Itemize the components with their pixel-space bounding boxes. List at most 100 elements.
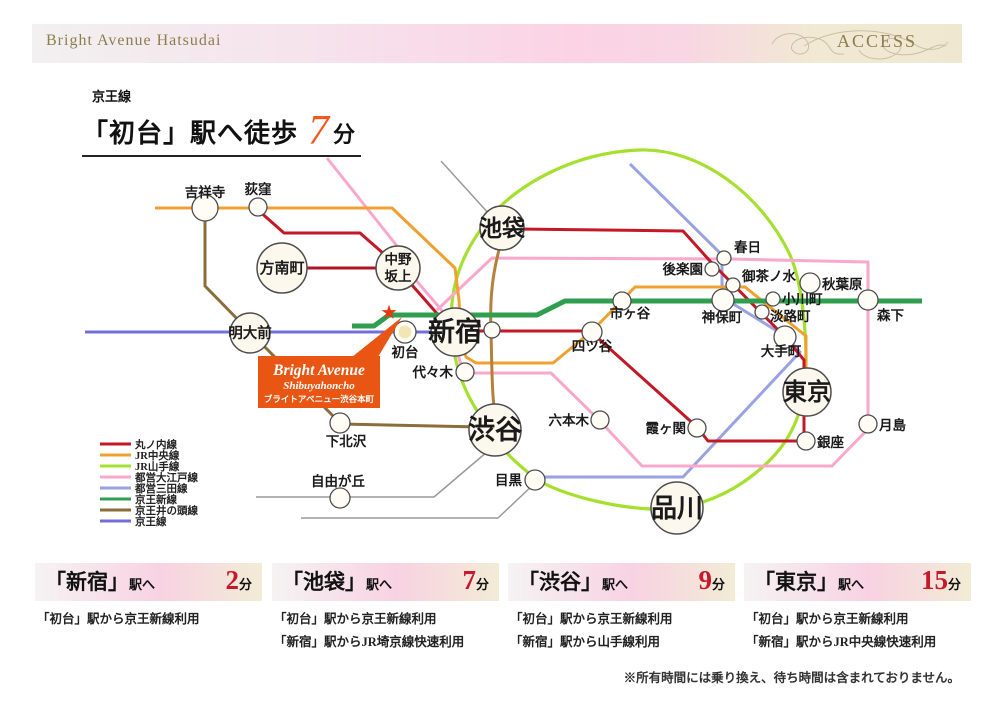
svg-text:自由が丘: 自由が丘: [311, 473, 365, 489]
card-notes: 「初台」駅から京王新線利用 「新宿」駅からJR中央線快速利用: [744, 608, 971, 653]
station-circles: [191, 194, 879, 535]
station-shimokitazawa: [329, 412, 351, 434]
station-ogikubo: [248, 197, 268, 217]
station-unlabeled: [483, 321, 501, 339]
callout-box: [258, 356, 380, 408]
card-station: 「渋谷」: [518, 570, 602, 594]
line-jr-chuo: [155, 206, 808, 382]
card-note: 「新宿」駅からJR中央線快速利用: [746, 634, 937, 649]
card-note: 「新宿」駅からJR埼京線快速利用: [274, 634, 465, 649]
card-note: 「初台」駅から京王新線利用: [510, 612, 673, 626]
station-honancho: [256, 242, 308, 294]
access-card-ikebukuro: 「池袋」駅へ 7分 「初台」駅から京王新線利用 「新宿」駅からJR埼京線快速利用: [272, 563, 499, 653]
svg-text:後楽園: 後楽園: [663, 261, 704, 277]
station-labels: 吉祥寺 荻窪 方南町 中野 坂上 明大前 初台 新宿 代々木 下北沢 自由が丘 …: [185, 181, 907, 523]
station-hatsudai-core: [398, 325, 412, 339]
station-shinagawa: [650, 481, 704, 535]
card-minutes: 7: [462, 565, 476, 595]
map-legend: 丸ノ内線 JR中央線 JR山手線 都営大江戸線 都営三田線 京王新線 京王井の頭…: [100, 438, 198, 528]
svg-text:市ヶ谷: 市ヶ谷: [610, 305, 651, 321]
svg-text:春日: 春日: [733, 239, 761, 255]
card-suffix: 駅へ: [838, 577, 865, 592]
card-header: 「東京」駅へ 15分: [744, 563, 971, 601]
card-suffix: 駅へ: [129, 577, 156, 592]
svg-text:池袋: 池袋: [479, 215, 526, 241]
station-yoyogi: [455, 362, 475, 382]
station-jimbocho: [711, 288, 735, 312]
svg-text:中野: 中野: [385, 251, 412, 267]
title-minutes: 7: [308, 108, 330, 154]
card-station: 「新宿」: [45, 570, 129, 594]
callout-pointer: [352, 317, 402, 357]
svg-text:霞ヶ関: 霞ヶ関: [646, 421, 687, 436]
station-akihabara: [799, 272, 821, 294]
station-yotsuya: [581, 321, 603, 343]
svg-text:吉祥寺: 吉祥寺: [185, 184, 226, 200]
flourish-icon: [771, 30, 949, 60]
station-morishita: [857, 289, 879, 311]
svg-text:代々木: 代々木: [412, 364, 454, 380]
property-name-en: Bright Avenue: [272, 362, 365, 379]
svg-text:丸ノ内線: 丸ノ内線: [134, 438, 177, 451]
svg-text:下北沢: 下北沢: [326, 433, 367, 449]
svg-text:方南町: 方南町: [259, 259, 304, 277]
card-station: 「東京」: [754, 570, 838, 594]
svg-text:淡路町: 淡路町: [770, 308, 811, 324]
svg-text:森下: 森下: [877, 307, 905, 323]
station-ichigaya: [612, 291, 632, 311]
station-shinjuku: [430, 307, 480, 357]
station-meguro: [524, 469, 546, 491]
card-note: 「初台」駅から京王新線利用: [274, 612, 437, 626]
station-tsukishima: [858, 414, 878, 434]
svg-text:月島: 月島: [878, 417, 907, 433]
access-label: ACCESS: [836, 31, 917, 51]
station-ikebukuro: [479, 205, 525, 251]
svg-text:四ツ谷: 四ツ谷: [572, 339, 613, 354]
property-name-jp: ブライトアベニュー渋谷本町: [264, 394, 375, 404]
card-unit: 分: [947, 577, 961, 592]
station-ginza: [796, 431, 816, 451]
title-main: 「初台」駅へ徒歩: [82, 119, 299, 148]
card-note: 「初台」駅から京王新線利用: [37, 612, 200, 626]
header-bar: Bright Avenue Hatsudai ACCESS: [32, 24, 962, 63]
station-meidaimae: [229, 312, 271, 354]
location-star-icon: ★: [381, 303, 397, 322]
brand-title: Bright Avenue Hatsudai: [46, 32, 222, 49]
svg-text:京王新線: 京王新線: [135, 493, 177, 506]
svg-text:御茶ノ水: 御茶ノ水: [741, 268, 796, 284]
station-korakuen: [704, 261, 720, 277]
card-minutes: 9: [698, 565, 712, 595]
svg-text:JR山手線: JR山手線: [135, 460, 180, 473]
card-unit: 分: [711, 577, 725, 592]
svg-text:目黒: 目黒: [495, 473, 523, 488]
title-minutes-unit: 分: [333, 122, 356, 147]
card-minutes: 15: [920, 565, 948, 595]
card-header: 「池袋」駅へ 7分: [272, 563, 499, 601]
access-card-shibuya: 「渋谷」駅へ 9分 「初台」駅から京王新線利用 「新宿」駅から山手線利用: [508, 563, 735, 653]
svg-text:渋谷: 渋谷: [468, 415, 523, 445]
svg-text:六本木: 六本木: [549, 412, 590, 428]
card-notes: 「初台」駅から京王新線利用 「新宿」駅から山手線利用: [508, 608, 735, 653]
station-ochanomizu: [725, 277, 741, 293]
svg-text:JR中央線: JR中央線: [135, 449, 180, 462]
svg-text:坂上: 坂上: [385, 268, 412, 284]
station-jiyugaoka: [329, 487, 351, 509]
card-header: 「渋谷」駅へ 9分: [508, 563, 735, 601]
property-callout: ★ Bright Avenue Shibuyahoncho ブライトアベニュー渋…: [258, 303, 402, 408]
svg-text:明大前: 明大前: [228, 324, 272, 342]
card-minutes: 2: [225, 565, 239, 595]
svg-text:荻窪: 荻窪: [245, 181, 272, 197]
footer-disclaimer: ※所有時間には乗り換え、待ち時間は含まれておりません。: [623, 671, 960, 685]
svg-text:小川町: 小川町: [782, 292, 823, 307]
card-notes: 「初台」駅から京王新線利用 「新宿」駅からJR埼京線快速利用: [272, 608, 499, 653]
station-roppongi: [590, 410, 610, 430]
svg-text:京王線: 京王線: [135, 515, 167, 528]
card-unit: 分: [475, 577, 489, 592]
svg-text:初台: 初台: [392, 344, 419, 360]
svg-text:品川: 品川: [651, 494, 703, 523]
svg-text:新宿: 新宿: [428, 316, 482, 347]
station-kasumigaseki: [687, 418, 707, 438]
